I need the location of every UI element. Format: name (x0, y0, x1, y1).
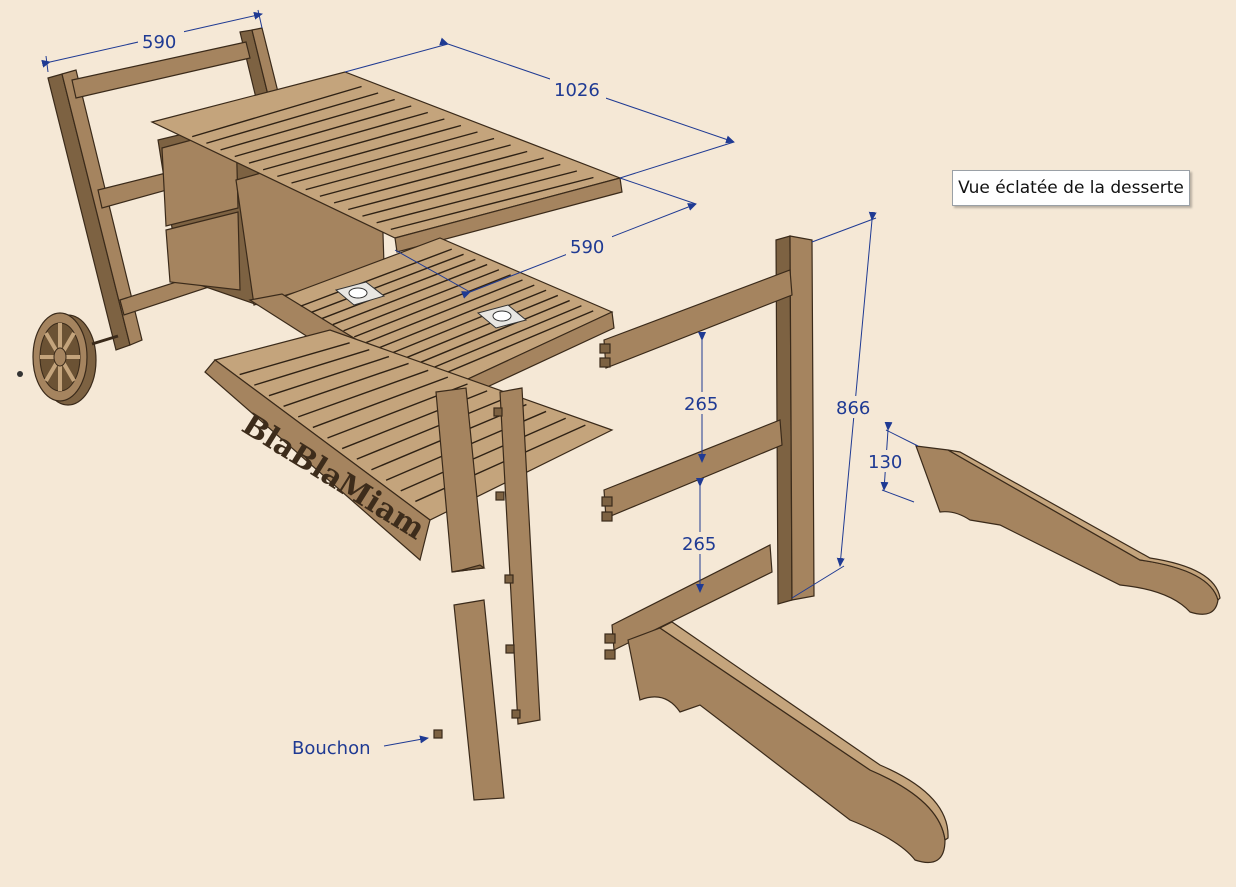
dim-spacing-lower: 265 (682, 534, 716, 555)
slat-line (396, 294, 559, 363)
slat-line (268, 355, 390, 397)
slat-line (311, 253, 464, 313)
slat-line (312, 376, 449, 429)
slat-line (248, 111, 429, 164)
slat-line (305, 137, 495, 191)
diagram-title: Vue éclatée de la desserte (952, 170, 1190, 206)
middle-slats (300, 248, 594, 381)
slat-line (239, 342, 350, 376)
slat-line (277, 124, 462, 178)
slat-line (415, 424, 586, 503)
dim-width-top: 590 (142, 32, 176, 53)
bouchon-label: Bouchon (292, 738, 371, 759)
dim-foot-height: 130 (868, 452, 902, 473)
foot-right (915, 445, 1221, 615)
center-legs (435, 387, 541, 801)
slat-line (220, 98, 395, 151)
slat-line (283, 362, 409, 407)
right-side-frame (599, 235, 815, 660)
slat-line (407, 299, 570, 369)
slat-line (321, 258, 476, 320)
slat-line (386, 289, 547, 356)
foot-front (627, 621, 949, 864)
slat-line (333, 150, 528, 204)
slat-line (362, 163, 561, 217)
slat-line (376, 170, 578, 224)
slat-line (356, 397, 508, 460)
slat-line (262, 118, 445, 171)
slat-line (429, 310, 594, 381)
dim-height: 866 (836, 398, 870, 419)
slat-line (191, 85, 362, 138)
slat-line (206, 92, 379, 144)
slat-line (254, 349, 370, 386)
bouchon-part: Bouchon (292, 729, 443, 759)
slat-line (348, 157, 544, 211)
dim-spacing-upper: 265 (684, 394, 718, 415)
slat-line (234, 105, 412, 158)
wheel (17, 312, 119, 406)
bottom-tray: BlaBlaMiam (204, 329, 614, 562)
dim-length: 1026 (554, 80, 600, 101)
slat-line (297, 369, 429, 418)
dimension-lines: 590 1026 590 265 265 866 130 (41, 9, 919, 599)
dim-width-mid: 590 (570, 237, 604, 258)
slat-line (319, 144, 511, 197)
slat-line (300, 248, 453, 307)
slat-line (418, 305, 582, 375)
slat-line (400, 417, 566, 492)
